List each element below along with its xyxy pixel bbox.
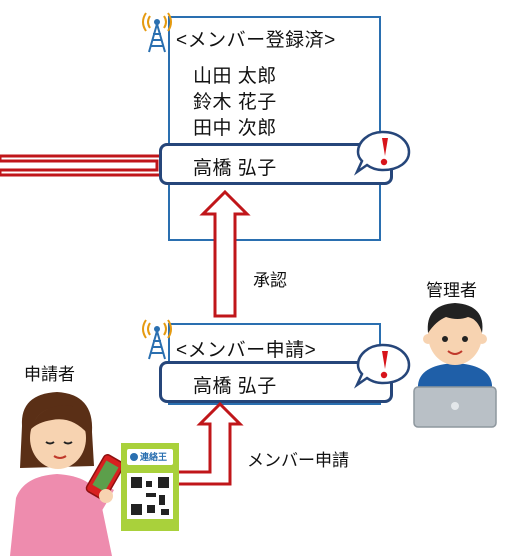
request-panel-title: <メンバー申請>	[176, 340, 317, 361]
antenna-icon	[142, 319, 172, 360]
member-request-label: メンバー申請	[247, 451, 349, 470]
request-member-highlight	[159, 361, 393, 403]
new-member-name: 高橋 弘子	[193, 158, 277, 179]
approve-label: 承認	[253, 271, 287, 290]
alert-icon	[353, 130, 411, 176]
registered-panel-title: <メンバー登録済>	[176, 30, 336, 51]
member-name-2: 鈴木 花子	[193, 92, 277, 113]
qr-card-icon	[121, 443, 179, 531]
request-member-name: 高橋 弘子	[193, 376, 277, 397]
member-name-3: 田中 次郎	[193, 118, 277, 139]
approve-arrow	[199, 189, 251, 318]
alert-icon	[353, 343, 411, 389]
applicant-person-icon	[10, 392, 125, 556]
admin-label: 管理者	[426, 281, 477, 300]
admin-person-icon	[413, 303, 497, 428]
member-name-1: 山田 太郎	[193, 66, 277, 87]
registered-members-panel	[168, 16, 381, 241]
antenna-icon	[142, 12, 172, 53]
applicant-label: 申請者	[24, 365, 75, 384]
app-logo-text: 連絡王	[140, 452, 168, 462]
new-member-highlight	[159, 143, 393, 185]
